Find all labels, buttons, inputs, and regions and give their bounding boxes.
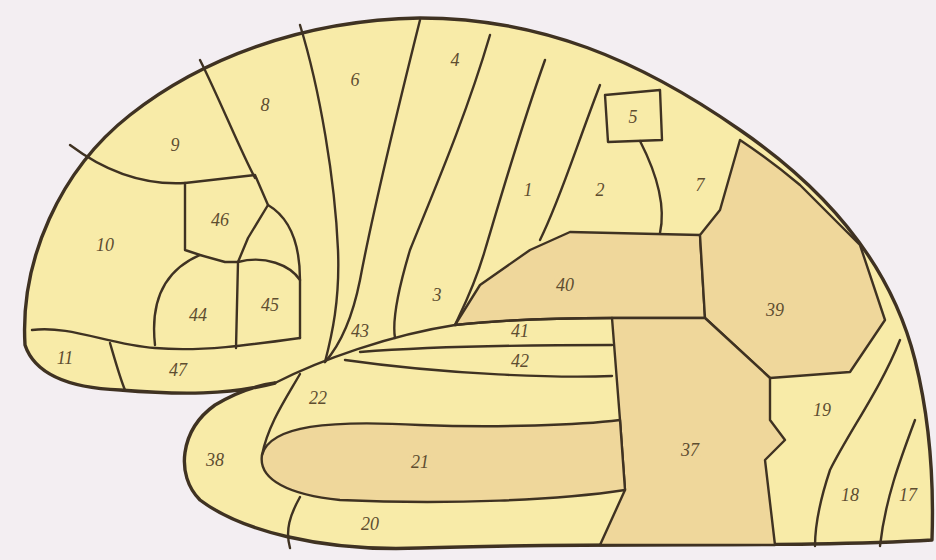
area-number: 4 bbox=[449, 51, 462, 69]
area-number: 43 bbox=[349, 322, 371, 340]
area-number: 1 bbox=[522, 181, 535, 199]
area-number: 45 bbox=[259, 296, 281, 314]
area-number: 41 bbox=[509, 322, 531, 340]
area-number: 20 bbox=[359, 515, 381, 533]
area-number: 21 bbox=[409, 453, 431, 471]
area-number: 39 bbox=[764, 301, 786, 319]
area-number: 8 bbox=[259, 96, 272, 114]
area-number: 42 bbox=[509, 352, 531, 370]
area-number: 19 bbox=[811, 401, 833, 419]
area-number: 17 bbox=[897, 486, 919, 504]
area-number: 6 bbox=[349, 71, 362, 89]
area-number: 40 bbox=[554, 276, 576, 294]
area-number: 5 bbox=[627, 108, 640, 126]
area-number: 3 bbox=[431, 286, 444, 304]
area-number: 44 bbox=[187, 306, 209, 324]
area-number: 11 bbox=[55, 349, 76, 367]
area-number: 37 bbox=[679, 441, 701, 459]
area-number: 38 bbox=[204, 451, 226, 469]
area-number: 47 bbox=[167, 361, 189, 379]
area-number: 9 bbox=[169, 136, 182, 154]
area-number: 10 bbox=[94, 236, 116, 254]
area-number: 22 bbox=[307, 389, 329, 407]
area-number: 18 bbox=[839, 486, 861, 504]
area-number: 7 bbox=[694, 176, 707, 194]
area-number: 2 bbox=[594, 181, 607, 199]
area-number: 46 bbox=[209, 211, 231, 229]
